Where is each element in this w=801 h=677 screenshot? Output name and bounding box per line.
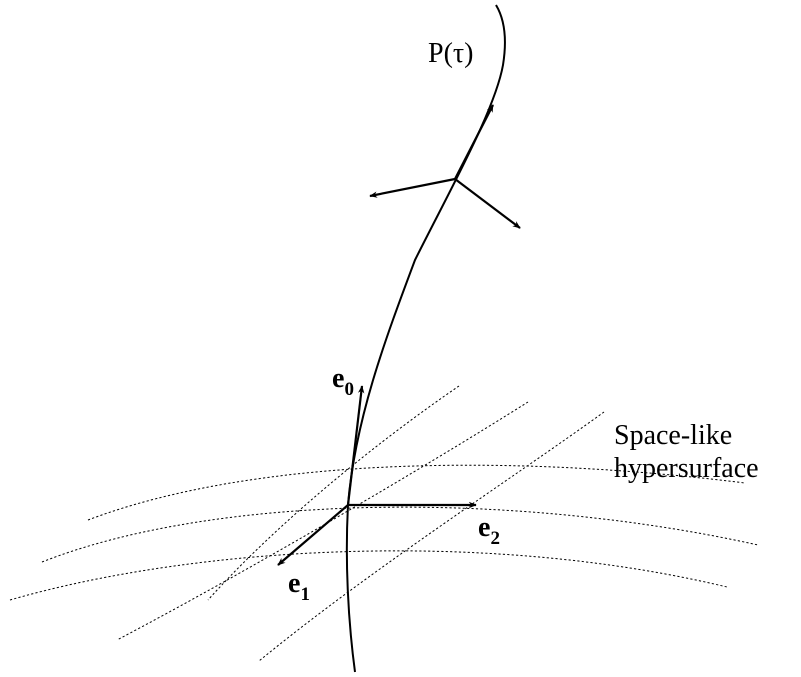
e1-label: e1	[288, 568, 310, 605]
hypersurface-label-line1: Space-like	[614, 420, 732, 451]
grid-line-horizontal-1	[87, 464, 746, 521]
grid-line-diagonal-2	[116, 401, 529, 641]
upper-frame-time-arrow	[454, 104, 494, 180]
e0-arrow	[346, 385, 365, 506]
upper-frame-right-arrow	[454, 178, 521, 229]
lower-frame	[277, 385, 477, 566]
e2-label: e2	[478, 512, 500, 549]
upper-frame-left-arrow	[369, 177, 456, 198]
worldline-label: P(τ)	[428, 38, 473, 69]
e1-arrow	[277, 504, 349, 566]
grid-line-diagonal-3	[258, 411, 605, 662]
hypersurface-label-line2: hypersurface	[614, 453, 759, 484]
grid-line-horizontal-3	[9, 550, 728, 601]
grid-line-diagonal-1	[207, 385, 460, 601]
e0-label: e0	[332, 363, 354, 400]
grid-line-horizontal-2	[41, 506, 759, 563]
upper-frame	[369, 104, 521, 229]
worldline-curve	[345, 4, 506, 673]
